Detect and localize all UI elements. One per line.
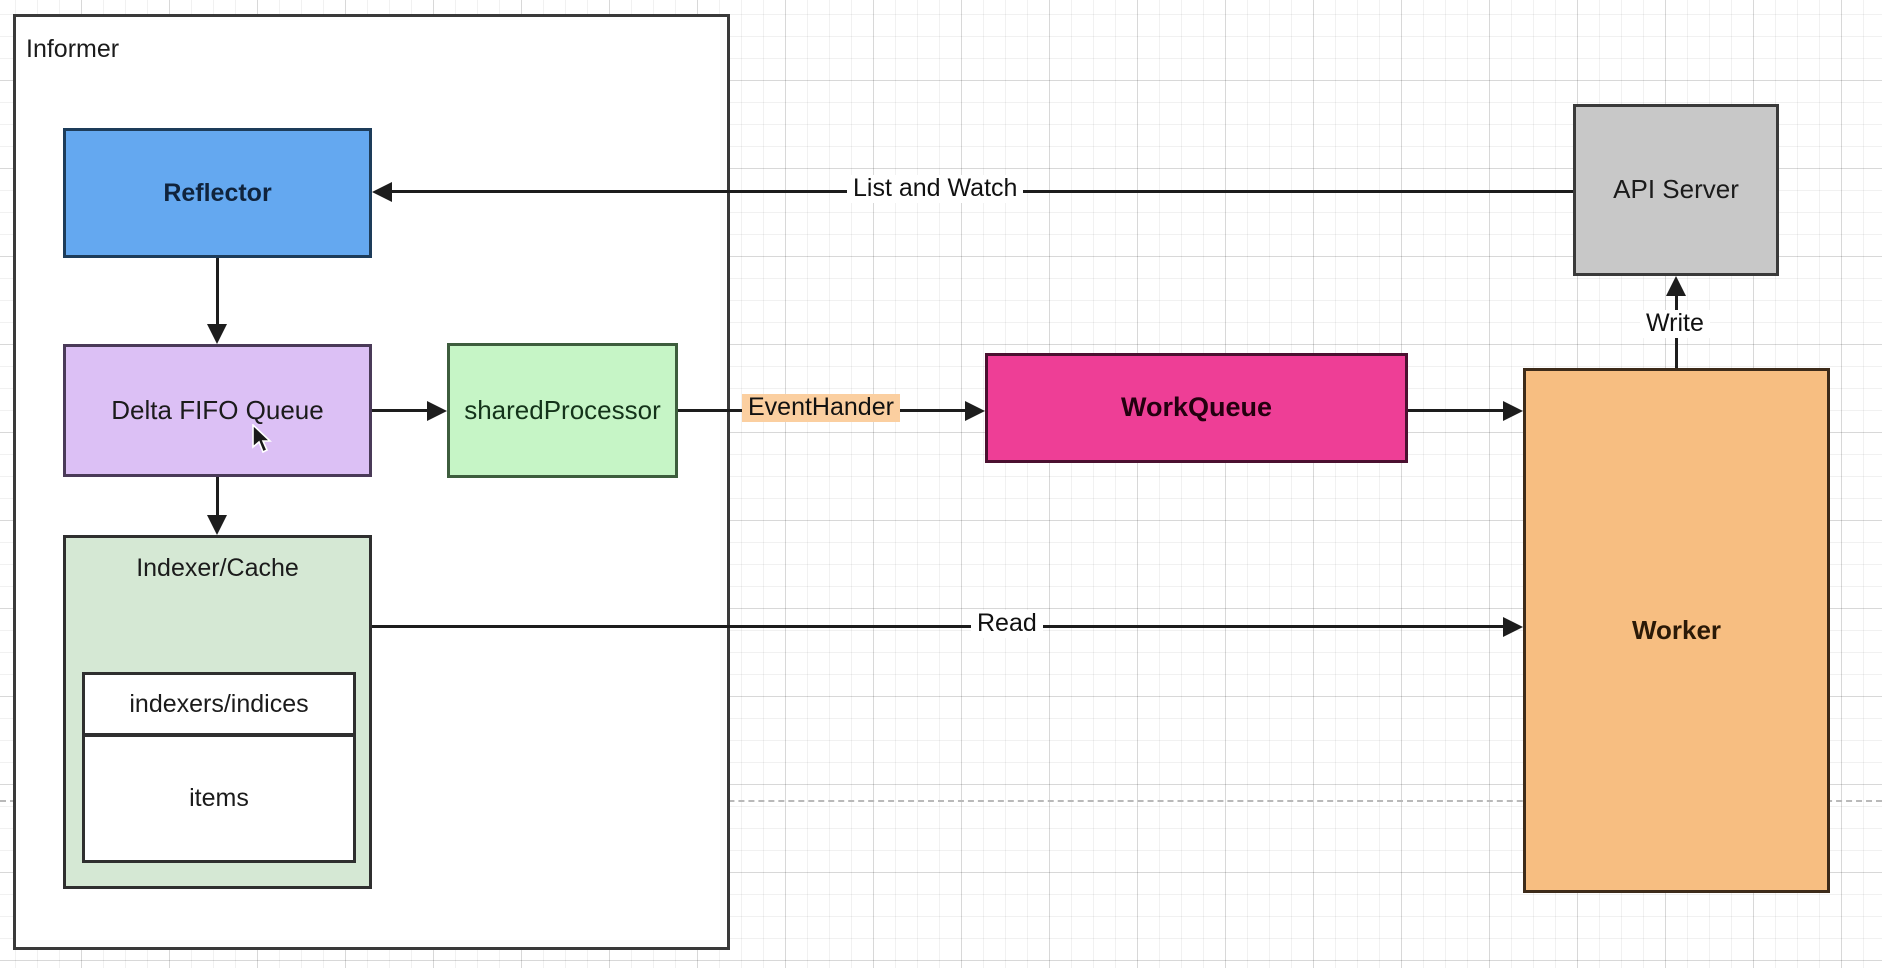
edge-delta-fifo-to-indexer xyxy=(216,477,219,515)
edge-label-list-and-watch: List and Watch xyxy=(847,174,1024,203)
node-items[interactable]: items xyxy=(82,734,356,863)
node-work-queue[interactable]: WorkQueue xyxy=(985,353,1408,463)
arrowhead-shared-processor-to-work-queue xyxy=(965,401,985,421)
node-reflector[interactable]: Reflector xyxy=(63,128,372,258)
arrowhead-write xyxy=(1666,276,1686,296)
arrowhead-read xyxy=(1503,617,1523,637)
page-boundary-dashed-line xyxy=(0,800,1882,802)
arrowhead-list-and-watch xyxy=(372,182,392,202)
node-indexers-indices-label: indexers/indices xyxy=(129,689,309,718)
node-worker-label: Worker xyxy=(1631,614,1722,645)
node-worker[interactable]: Worker xyxy=(1523,368,1830,893)
node-work-queue-label: WorkQueue xyxy=(1120,392,1273,423)
arrowhead-work-queue-to-worker xyxy=(1503,401,1523,421)
node-delta-fifo-queue-label: Delta FIFO Queue xyxy=(111,394,324,425)
node-shared-processor[interactable]: sharedProcessor xyxy=(447,343,678,478)
arrowhead-delta-fifo-to-shared-processor xyxy=(427,401,447,421)
node-reflector-label: Reflector xyxy=(163,178,272,207)
edge-read xyxy=(372,625,1503,628)
node-delta-fifo-queue[interactable]: Delta FIFO Queue xyxy=(63,344,372,477)
edge-work-queue-to-worker xyxy=(1408,409,1503,412)
edge-label-write: Write xyxy=(1640,309,1710,338)
arrowhead-reflector-to-delta-fifo xyxy=(207,324,227,344)
node-indexer-cache-label: Indexer/Cache xyxy=(136,554,299,582)
node-api-server-label: API Server xyxy=(1613,174,1739,205)
edge-delta-fifo-to-shared-processor xyxy=(372,409,427,412)
node-api-server[interactable]: API Server xyxy=(1573,104,1779,276)
edge-label-read: Read xyxy=(971,609,1043,638)
node-indexer-cache[interactable]: Indexer/Cache indexers/indices items xyxy=(63,535,372,889)
edge-reflector-to-delta-fifo xyxy=(216,258,219,324)
edge-label-event-hander: EventHander xyxy=(742,393,900,422)
node-items-label: items xyxy=(189,784,249,813)
informer-label: Informer xyxy=(26,35,120,63)
node-shared-processor-label: sharedProcessor xyxy=(464,394,661,425)
node-indexers-indices[interactable]: indexers/indices xyxy=(82,672,356,736)
arrowhead-delta-fifo-to-indexer xyxy=(207,515,227,535)
